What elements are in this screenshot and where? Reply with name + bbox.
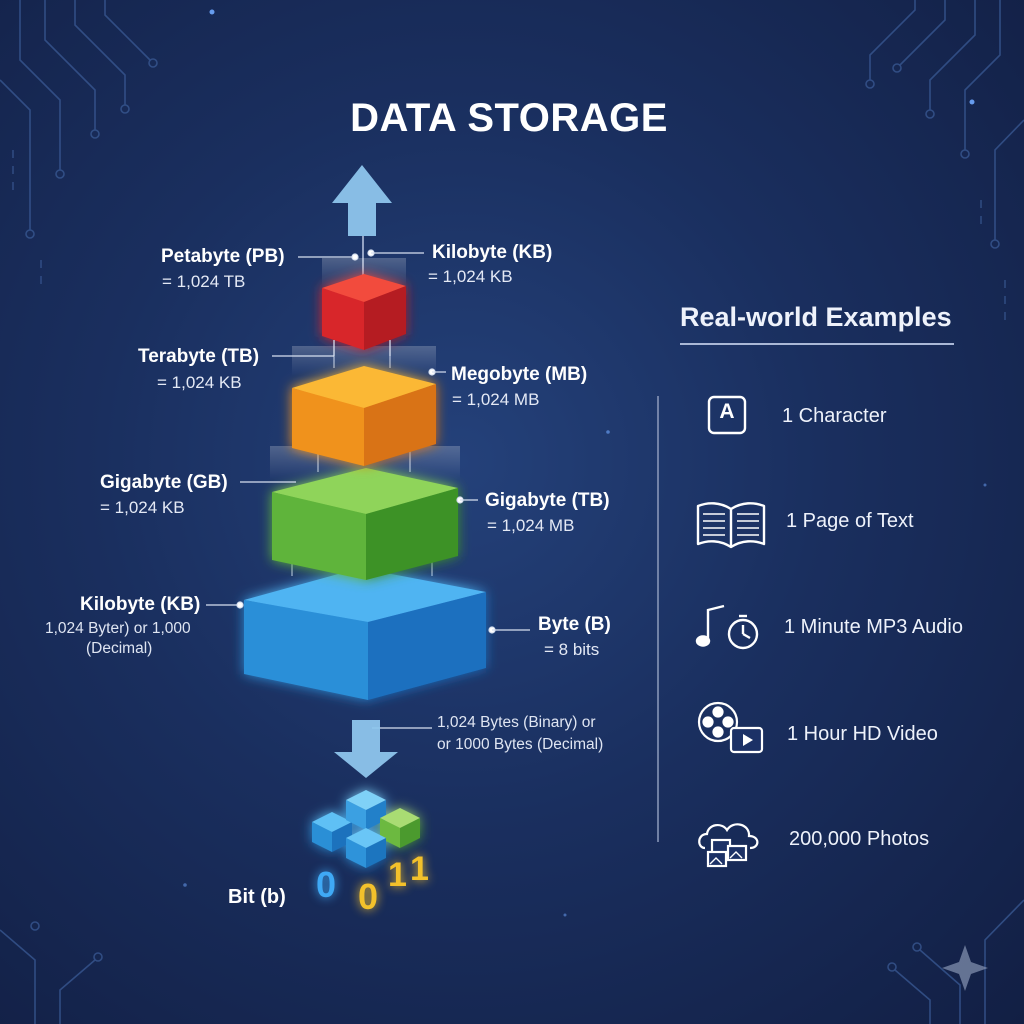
bit-digit: 0	[358, 876, 379, 917]
bytes-note-2: or 1000 Bytes (Decimal)	[437, 736, 604, 753]
music-timer-icon	[695, 604, 759, 650]
label-byte-value: = 8 bits	[544, 640, 600, 659]
page-title: DATA STORAGE	[350, 96, 668, 140]
label-megabyte: Megobyte (MB)	[451, 364, 588, 385]
letter-a-glyph: A	[719, 400, 735, 423]
film-reel-icon	[697, 701, 764, 754]
example-label-photos: 200,000 Photos	[789, 828, 930, 850]
label-kilobyte-left: Kilobyte (KB)	[80, 594, 201, 615]
open-book-icon	[696, 502, 766, 549]
label-megabyte-value: = 1,024 MB	[452, 390, 540, 409]
bytes-note-1: 1,024 Bytes (Binary) or	[437, 714, 596, 731]
label-gigabyte: Gigabyte (GB)	[100, 472, 228, 493]
example-label-audio: 1 Minute MP3 Audio	[784, 616, 963, 638]
label-bit: Bit (b)	[228, 886, 286, 908]
examples-title: Real-world Examples	[680, 302, 952, 332]
label-petabyte: Petabyte (PB)	[161, 246, 285, 267]
example-label-video: 1 Hour HD Video	[787, 723, 938, 745]
label-terabyte-value: = 1,024 KB	[157, 373, 242, 392]
label-terabyte: Terabyte (TB)	[138, 346, 260, 367]
bit-cubes-icon	[312, 790, 420, 868]
label-gigabyte-value: = 1,024 KB	[100, 498, 185, 517]
down-arrow-icon	[334, 720, 398, 778]
example-label-page: 1 Page of Text	[786, 510, 914, 532]
label-gigabyte-right-value: = 1,024 MB	[487, 516, 575, 535]
label-kilobyte-right-value: = 1,024 KB	[428, 267, 513, 286]
label-petabyte-value: = 1,024 TB	[162, 272, 246, 291]
label-gigabyte-right: Gigabyte (TB)	[485, 490, 610, 511]
bit-digit: 1	[388, 856, 407, 894]
bit-digit: 1	[410, 850, 429, 888]
up-arrow-icon	[332, 165, 392, 236]
level-orange-terabyte	[292, 366, 436, 466]
letter-a-icon	[707, 395, 747, 435]
level-red-petabyte	[322, 274, 406, 350]
label-kilobyte-value-2: (Decimal)	[86, 640, 153, 657]
level-green-gigabyte	[272, 468, 458, 580]
label-kilobyte-value-1: 1,024 Byter) or 1,000	[45, 620, 191, 637]
example-label-character: 1 Character	[782, 405, 887, 427]
cloud-photos-icon	[698, 823, 759, 868]
level-blue-kilobyte	[244, 568, 486, 700]
label-kilobyte-right: Kilobyte (KB)	[432, 242, 553, 263]
bit-digit: 0	[316, 864, 337, 905]
label-byte: Byte (B)	[538, 614, 611, 635]
